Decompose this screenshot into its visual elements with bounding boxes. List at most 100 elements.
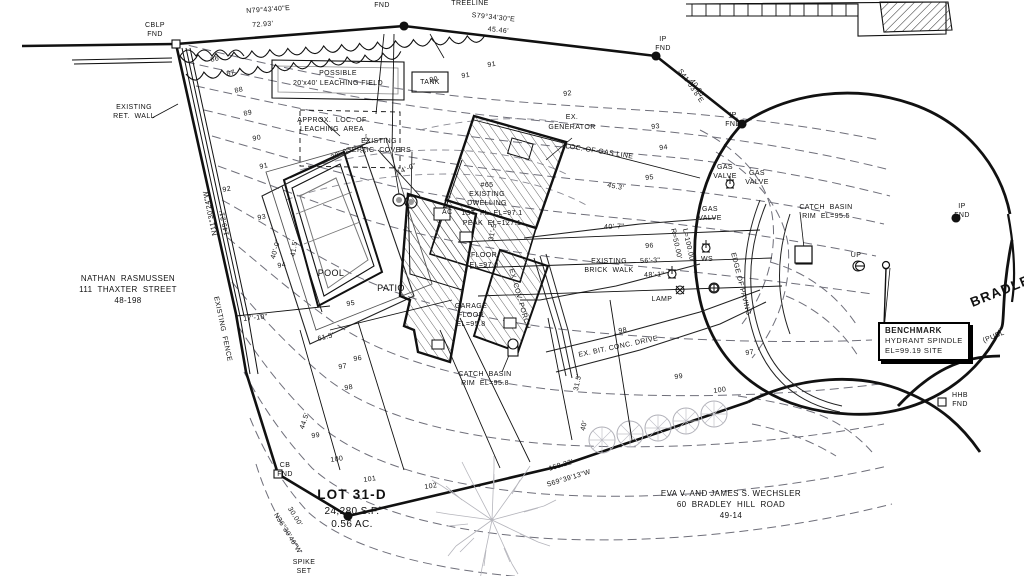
abutter-2-name: EVA V. AND JAMES S. WECHSLER (660, 489, 802, 498)
contour-91c: 91 (461, 71, 471, 80)
label-floor-el: FLOOR (470, 252, 498, 259)
contour-95: 95 (346, 299, 356, 308)
label-leaching-area-2: LEACHING AREA (300, 126, 364, 133)
label-retaining-wall-2: RET. WALL (113, 113, 155, 120)
contour-96: 96 (353, 354, 363, 363)
label-gas-valve-3b: VALVE (698, 215, 722, 222)
label-septic-covers: EXISTING (361, 138, 397, 145)
contour-92: 92 (222, 185, 232, 194)
property-boundary (21, 24, 749, 518)
label-leaching-field-2: 20'x40' LEACHING FIELD (292, 80, 384, 87)
label-ac-unit: AC (442, 209, 453, 216)
contour-89: 89 (243, 109, 253, 118)
leader-lines (151, 33, 891, 373)
driveway-outline (520, 217, 767, 373)
benchmark-title: BENCHMARK (885, 326, 942, 335)
lamp-symbol (675, 285, 685, 295)
contour-87: 87 (226, 69, 236, 78)
label-garage-el: GARAGE (454, 303, 488, 310)
abutter-2-address: 60 BRADLEY HILL ROAD (676, 500, 786, 509)
label-gas-valve-1b: VALVE (713, 173, 737, 180)
garage-footprint (398, 192, 478, 364)
label-gas-valve-3: GAS (702, 206, 718, 213)
label-patio: PATIO (377, 283, 405, 293)
label-leaching-area: APPROX. LOC. OF (297, 117, 367, 124)
label-pool: POOL (317, 268, 345, 278)
contour-99: 99 (311, 431, 321, 440)
contour-91b: 91 (487, 60, 497, 69)
label-brick-walk-2: BRICK WALK (584, 267, 634, 274)
treeline (179, 34, 486, 81)
distance-north-line: 72.93' (252, 20, 274, 29)
label-garage-el-2: FLOOR (457, 312, 485, 319)
lot-name: LOT 31-D (317, 487, 387, 502)
monument-cb-fnd-2: FND (277, 471, 293, 478)
label-floor-el-2: EL=97.0 (469, 262, 499, 269)
tank-box (411, 71, 449, 93)
label-retaining-wall: EXISTING (116, 104, 152, 111)
label-garage-el-3: EL=95.8 (456, 321, 486, 328)
label-catch-basin-2: CATCH BASIN (799, 204, 853, 211)
label-tank: TANK (420, 79, 440, 86)
lot-area-ac: 0.56 AC. (331, 519, 373, 530)
label-catch-basin-1: CATCH BASIN (458, 371, 512, 378)
label-septic-covers-2: SEPTIC COVERS (346, 147, 412, 154)
gas-valve-symbols (668, 176, 734, 293)
monument-cb-fnd: CB (279, 462, 291, 469)
monument-hhb: HHB (952, 392, 968, 399)
label-leaching-field: POSSIBLE (319, 70, 357, 77)
contour-92b: 92 (563, 90, 573, 98)
dim-48-1: 48'-1" (644, 271, 665, 279)
label-gas-valve-1: GAS (717, 164, 733, 171)
contour-96b: 96 (645, 242, 655, 250)
edge-of-paving-lines (744, 199, 843, 413)
monument-ip-top: FND (374, 2, 390, 9)
contour-99c: 99 (674, 372, 684, 381)
contour-95b: 95 (645, 174, 655, 182)
monument-ip-ne-fnd: FND (655, 45, 671, 52)
dim-56-3: 56'-3" (640, 257, 661, 265)
label-catch-basin-2b: RIM EL=95.5 (802, 213, 850, 220)
monument-cblp: CBLP (145, 22, 165, 29)
contour-88: 88 (234, 86, 244, 95)
contour-93b: 93 (651, 123, 661, 131)
monument-ip-e-fnd: FND (725, 121, 741, 128)
road-edge (693, 91, 1014, 453)
contour-90: 90 (252, 134, 262, 143)
contour-91: 91 (259, 162, 269, 171)
shrub-row (588, 400, 728, 454)
lot-area-sf: 24,280 S.F. (324, 506, 380, 517)
retaining-wall (71, 57, 173, 65)
dwelling-line2: DWELLING (467, 200, 507, 207)
abutter-1-address: 111 THAXTER STREET (79, 285, 177, 294)
monument-hhb-fnd: FND (952, 401, 968, 408)
label-gas-valve-2b: VALVE (745, 179, 769, 186)
label-generator-2: GENERATOR (548, 124, 596, 131)
monument-spike: SPIKE (292, 559, 316, 566)
label-utility-pole: UP (850, 252, 862, 259)
contour-94b: 94 (659, 144, 669, 152)
dimension-lines (235, 33, 783, 471)
benchmark-box: BENCHMARK HYDRANT SPINDLE EL=99.19 SITE (878, 322, 970, 361)
label-lamp: LAMP (651, 296, 673, 303)
leaching-area (299, 109, 401, 169)
hydrant-symbol (881, 260, 891, 327)
monument-spike-set: SET (296, 568, 312, 575)
contour-97c: 97 (745, 348, 755, 357)
top-structure (685, 1, 953, 37)
catch-basin-symbols (794, 245, 813, 264)
label-generator: EX. (565, 114, 579, 121)
abutter-2-parcel: 49-14 (719, 511, 743, 520)
label-treeline: TREELINE (451, 0, 489, 7)
label-catch-basin-1b: RIM EL=95.8 (461, 380, 509, 387)
monument-ip-road-fnd: FND (954, 212, 970, 219)
abutter-1-name: NATHAN RASMUSSEN (80, 274, 176, 283)
abutter-1-parcel: 48-198 (114, 296, 142, 305)
dwelling-line4: PEAK EL=127.1 (462, 220, 522, 227)
utility-pole-symbol (854, 260, 866, 272)
pool-outline (282, 150, 384, 308)
septic-covers (391, 151, 418, 209)
benchmark-line1: HYDRANT SPINDLE (885, 336, 963, 346)
